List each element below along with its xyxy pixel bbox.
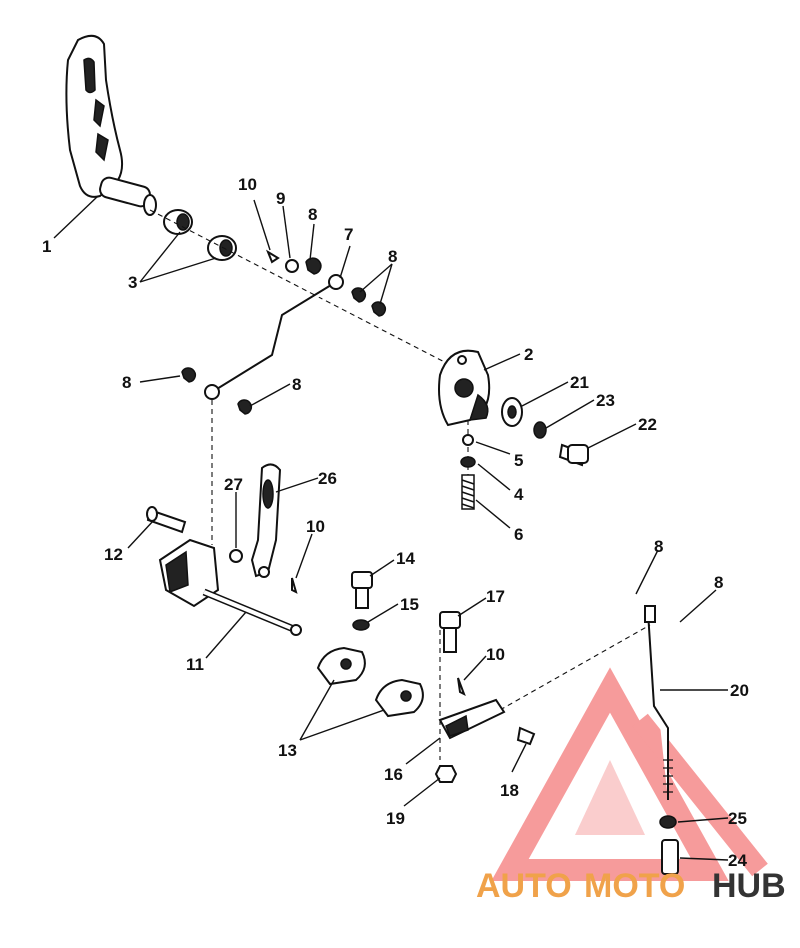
callout-27: 27 [224,475,243,494]
callout-15: 15 [400,595,419,614]
callout-10-a: 10 [238,175,257,194]
callout-18: 18 [500,781,519,800]
callout-11: 11 [186,655,204,674]
callout-5: 5 [514,451,523,470]
callout-8-c: 8 [122,373,131,392]
callout-labels: 1 2 3 4 5 6 7 8 8 8 8 8 8 9 10 10 10 11 … [42,175,749,870]
callout-24: 24 [728,851,747,870]
callout-8-b: 8 [388,247,397,266]
lever-handle-part [65,34,157,216]
callout-22: 22 [638,415,657,434]
callout-1: 1 [42,237,51,256]
linkage-rod-part [204,274,344,400]
leader-lines [53,195,729,861]
callout-3: 3 [128,273,137,292]
rod-20-part [644,605,679,875]
callout-20: 20 [730,681,749,700]
washer-27-part [229,549,243,563]
callout-26: 26 [318,469,337,488]
bolt-12-part [146,506,187,534]
callout-12: 12 [104,545,123,564]
watermark-moto: MOTO [584,867,685,905]
clip-parts [181,249,387,415]
callout-25: 25 [728,809,747,828]
shift-shaft-part [158,538,302,636]
callout-10-b: 10 [306,517,325,536]
callout-17: 17 [486,587,505,606]
callout-13: 13 [278,741,297,760]
callout-23: 23 [596,391,615,410]
watermark-logo-icon [491,667,768,881]
bolt-14-part [351,571,373,631]
callout-8-f: 8 [714,573,723,592]
callout-4: 4 [514,485,524,504]
callout-8-d: 8 [292,375,301,394]
spring-assembly-parts [460,434,476,510]
cam-plate-part [438,349,491,427]
bracket-16-part [434,611,536,783]
washer-bolt-parts [501,397,589,467]
callout-8-e: 8 [654,537,663,556]
callout-19: 19 [386,809,405,828]
bushing-part [163,209,237,261]
watermark-auto: AUTO [476,867,572,905]
watermark-hub: HUB [712,867,786,905]
clamp-parts [316,646,424,718]
arm-plate-part [250,463,282,578]
cotter-pin-part [291,577,298,594]
callout-7: 7 [344,225,353,244]
callout-9: 9 [276,189,285,208]
callout-10-c: 10 [486,645,505,664]
callout-8-a: 8 [308,205,317,224]
callout-2: 2 [524,345,533,364]
callout-6: 6 [514,525,523,544]
callout-21: 21 [570,373,589,392]
cotter-pin-part [457,677,466,697]
callout-14: 14 [396,549,415,568]
watermark-text: AUTO MOTO HUB [476,867,786,905]
callout-16: 16 [384,765,403,784]
